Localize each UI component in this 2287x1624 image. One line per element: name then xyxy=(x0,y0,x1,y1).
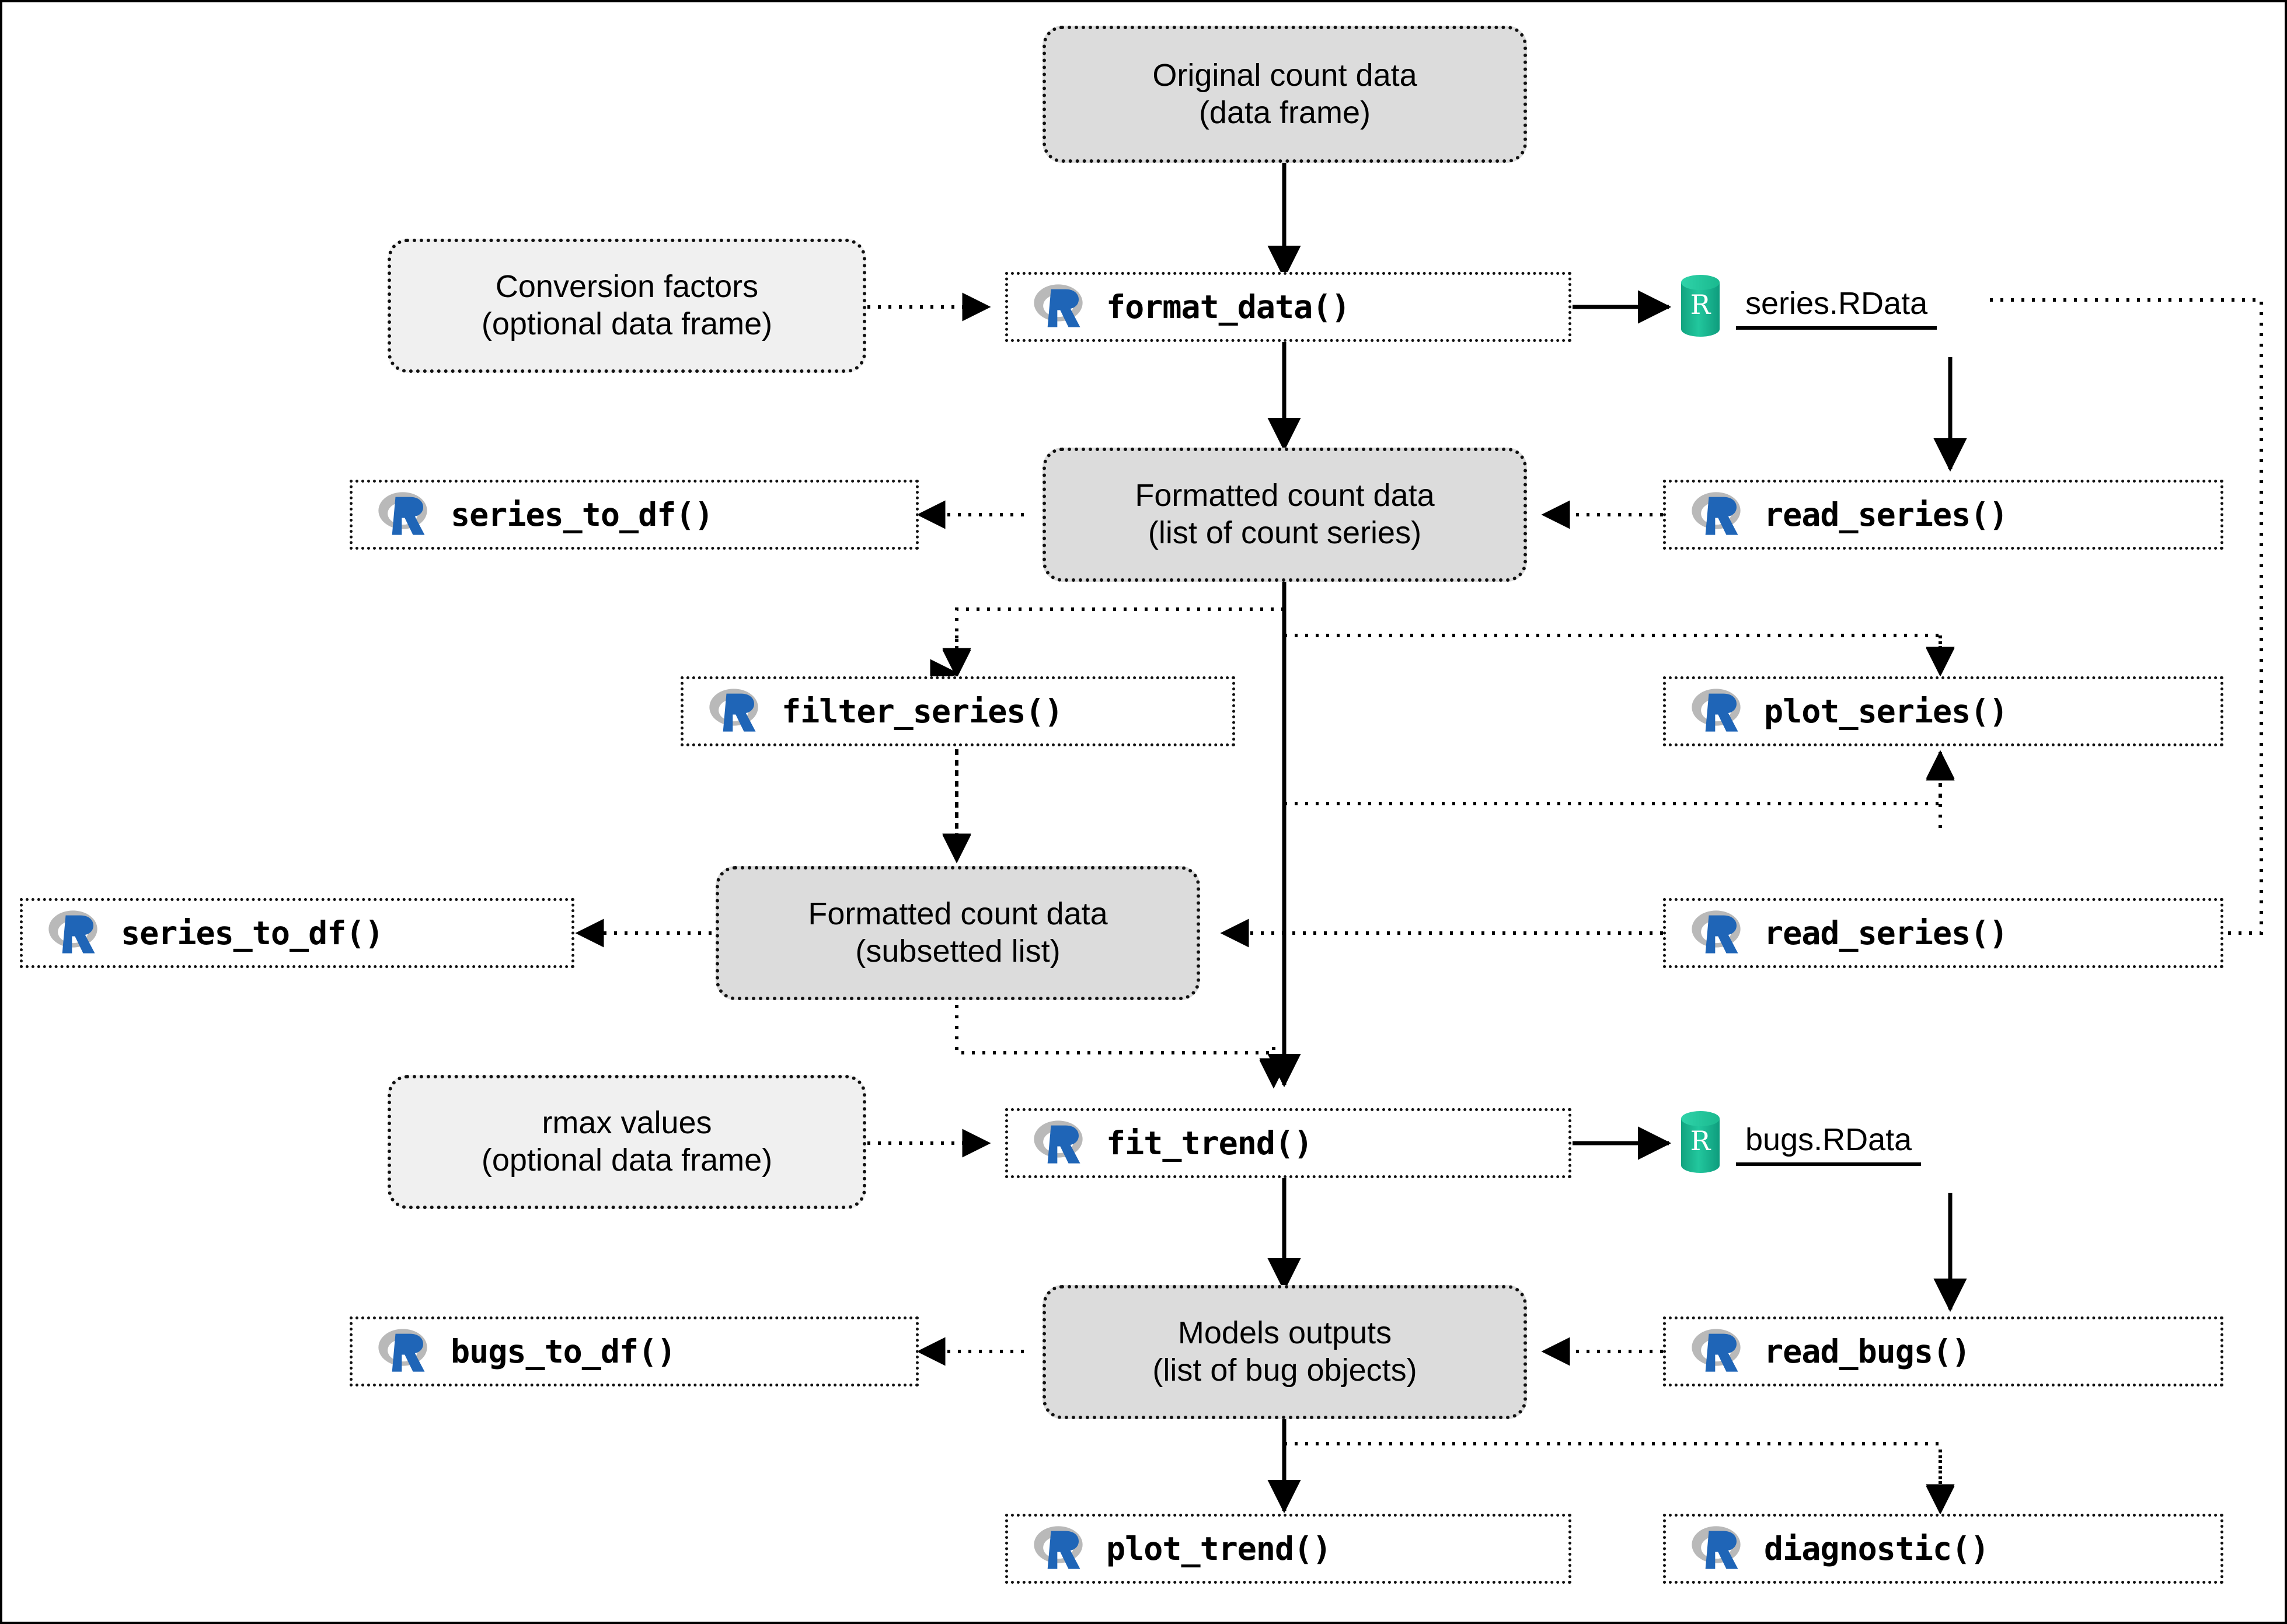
route-subsetted-to-fittrend xyxy=(955,994,1275,1063)
r-logo-icon xyxy=(1689,909,1743,958)
node-filter-series[interactable]: filter_series() xyxy=(681,676,1235,746)
rdata-cylinder-icon: R xyxy=(1678,273,1723,341)
node-label: read_bugs() xyxy=(1764,1333,1971,1370)
r-logo-icon xyxy=(1031,1524,1085,1574)
node-format-data[interactable]: format_data() xyxy=(1005,272,1571,342)
node-bugs-to-df[interactable]: bugs_to_df() xyxy=(350,1316,919,1386)
node-label: plot_series() xyxy=(1764,693,2008,730)
node-label-line1: Original count data xyxy=(1152,57,1417,93)
route-models-to-diagnostic xyxy=(1284,1442,1942,1489)
node-original-count-data[interactable]: Original count data (data frame) xyxy=(1043,26,1527,163)
node-plot-trend[interactable]: plot_trend() xyxy=(1005,1514,1571,1584)
r-logo-icon xyxy=(46,909,100,958)
node-read-bugs[interactable]: read_bugs() xyxy=(1663,1316,2223,1386)
node-bugs-rdata[interactable]: R bugs.RData xyxy=(1678,1104,2040,1183)
node-label-line1: Models outputs xyxy=(1177,1315,1392,1351)
node-read-series-top[interactable]: read_series() xyxy=(1663,480,2223,550)
node-label-line1: rmax values xyxy=(542,1105,712,1141)
node-label: read_series() xyxy=(1764,496,2008,533)
node-label: filter_series() xyxy=(782,693,1064,730)
node-label: plot_trend() xyxy=(1106,1530,1331,1567)
node-label-line1: Formatted count data xyxy=(1135,478,1435,514)
r-logo-icon xyxy=(1689,687,1743,736)
node-read-series-middle[interactable]: read_series() xyxy=(1663,898,2223,968)
node-label: series.RData xyxy=(1736,285,1937,330)
node-label-line2: (list of bug objects) xyxy=(1152,1353,1417,1388)
node-models-outputs[interactable]: Models outputs (list of bug objects) xyxy=(1043,1285,1527,1419)
node-label-line2: (list of count series) xyxy=(1148,515,1422,550)
node-label-line1: Formatted count data xyxy=(808,896,1108,932)
route-series-rdata-to-read-series-2 xyxy=(1990,298,2263,935)
node-label-line2: (subsetted list) xyxy=(855,934,1061,969)
node-series-rdata[interactable]: R series.RData xyxy=(1678,268,2040,347)
node-label: diagnostic() xyxy=(1764,1530,1989,1567)
r-logo-icon xyxy=(376,1327,430,1377)
node-formatted-count-data-list[interactable]: Formatted count data (list of count seri… xyxy=(1043,448,1527,582)
node-series-to-df-top[interactable]: series_to_df() xyxy=(350,480,919,550)
node-diagnostic[interactable]: diagnostic() xyxy=(1663,1514,2223,1584)
node-label: series_to_df() xyxy=(451,496,714,533)
r-logo-icon xyxy=(1031,282,1085,332)
r-logo-icon xyxy=(1689,490,1743,540)
node-series-to-df-middle[interactable]: series_to_df() xyxy=(20,898,574,968)
node-label-line2: (optional data frame) xyxy=(481,1143,773,1178)
route-subsetted-to-plotseries xyxy=(1284,771,1942,805)
node-formatted-count-data-subset[interactable]: Formatted count data (subsetted list) xyxy=(716,866,1200,1000)
node-fit-trend[interactable]: fit_trend() xyxy=(1005,1108,1571,1178)
r-logo-icon xyxy=(1689,1327,1743,1377)
node-label: read_series() xyxy=(1764,914,2008,952)
r-logo-icon xyxy=(1031,1119,1085,1168)
node-label: bugs.RData xyxy=(1736,1122,1922,1166)
r-logo-icon xyxy=(1689,1524,1743,1574)
node-label: format_data() xyxy=(1106,288,1350,326)
r-logo-icon xyxy=(707,687,761,736)
node-plot-series[interactable]: plot_series() xyxy=(1663,676,2223,746)
rdata-cylinder-icon: R xyxy=(1678,1109,1723,1178)
node-rmax-values[interactable]: rmax values (optional data frame) xyxy=(388,1075,866,1209)
route-formatted-list-right-branch xyxy=(1284,634,1942,651)
node-label: bugs_to_df() xyxy=(451,1333,676,1370)
node-label-line1: Conversion factors xyxy=(495,269,759,305)
node-conversion-factors[interactable]: Conversion factors (optional data frame) xyxy=(388,239,866,373)
svg-text:R: R xyxy=(1690,289,1711,320)
node-label-line2: (data frame) xyxy=(1198,95,1371,130)
node-label: series_to_df() xyxy=(121,914,384,952)
svg-text:R: R xyxy=(1690,1125,1711,1157)
route-formatted-list-left-branch xyxy=(955,607,1284,651)
node-label-line2: (optional data frame) xyxy=(481,306,773,341)
r-logo-icon xyxy=(376,490,430,540)
node-label: fit_trend() xyxy=(1106,1124,1313,1162)
